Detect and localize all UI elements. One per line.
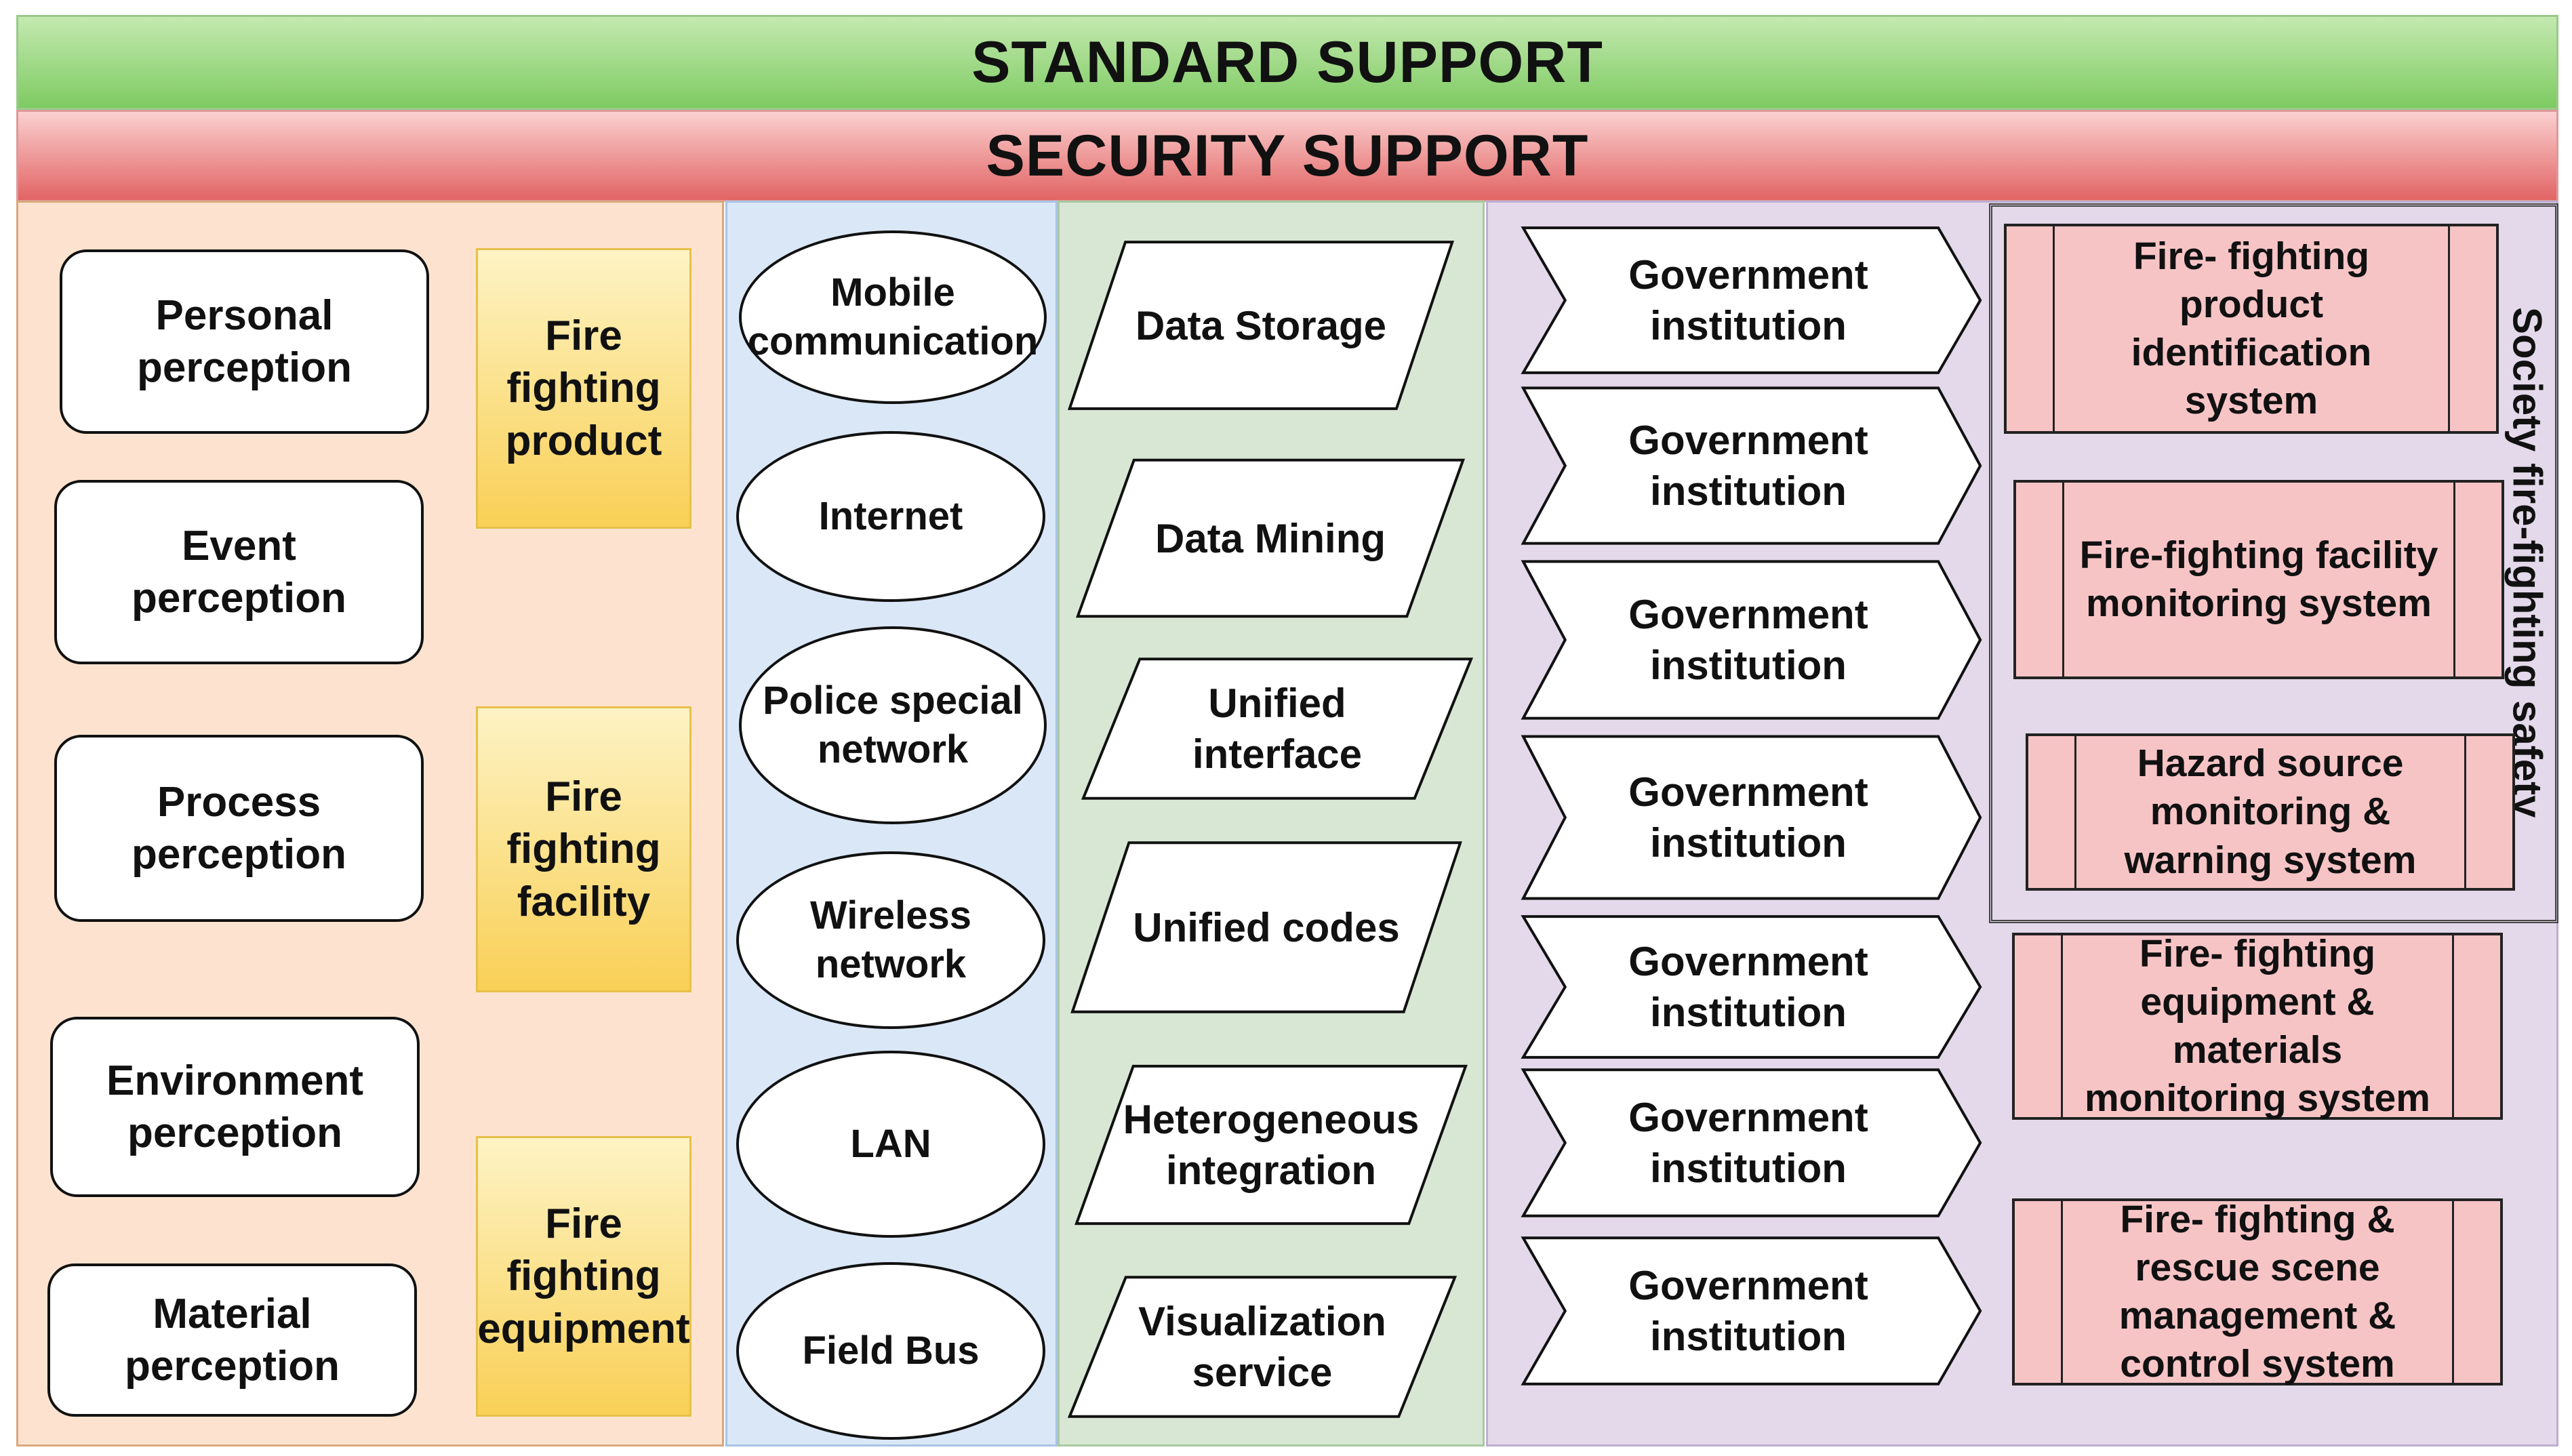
fire-object-facility: Fire fighting facility bbox=[476, 706, 691, 992]
institution-chevron-3: Government institution bbox=[1519, 560, 1985, 720]
society-safety-label-box: Society fire-fighting safety bbox=[2500, 217, 2554, 908]
institution-label-7: Government institution bbox=[1628, 1263, 1868, 1359]
platform-data-mining-label: Data Mining bbox=[1155, 515, 1386, 561]
perception-box-event: Event perception bbox=[54, 480, 424, 664]
security-support-label: SECURITY SUPPORT bbox=[986, 123, 1589, 188]
fire-object-product: Fire fighting product bbox=[476, 248, 691, 529]
platform-visualization-service-label: Visualization service bbox=[1138, 1299, 1386, 1395]
perception-box-personal: Personal perception bbox=[60, 249, 429, 434]
institution-label-1: Government institution bbox=[1628, 252, 1868, 348]
institution-chevron-5: Government institution bbox=[1519, 915, 1985, 1059]
network-lan: LAN bbox=[736, 1051, 1045, 1238]
institution-label-4: Government institution bbox=[1628, 769, 1868, 866]
institution-chevron-2: Government institution bbox=[1519, 386, 1985, 545]
perception-box-material: Material perception bbox=[47, 1263, 417, 1417]
institution-chevron-4: Government institution bbox=[1519, 735, 1985, 900]
network-police-special: Police special network bbox=[739, 626, 1047, 824]
standard-support-label: STANDARD SUPPORT bbox=[971, 29, 1603, 95]
perception-box-process: Process perception bbox=[54, 735, 424, 922]
system-rescue-scene-control: Fire- fighting & rescue scene management… bbox=[2012, 1198, 2503, 1386]
society-safety-frame bbox=[1989, 203, 2558, 923]
platform-data-mining: Data Mining bbox=[1070, 457, 1471, 620]
platform-data-storage: Data Storage bbox=[1062, 239, 1460, 412]
network-wireless: Wireless network bbox=[736, 851, 1045, 1029]
perception-box-environment: Environment perception bbox=[50, 1017, 420, 1197]
platform-unified-codes: Unified codes bbox=[1064, 839, 1468, 1015]
platform-unified-interface-label: Unified interface bbox=[1192, 681, 1363, 777]
institution-chevron-6: Government institution bbox=[1519, 1068, 1985, 1217]
system-facility-monitoring: Fire-fighting facility monitoring system bbox=[2013, 480, 2504, 679]
institution-label-2: Government institution bbox=[1628, 418, 1868, 514]
network-field-bus: Field Bus bbox=[736, 1262, 1045, 1440]
standard-support-band: STANDARD SUPPORT bbox=[16, 15, 2558, 110]
platform-unified-interface: Unified interface bbox=[1075, 656, 1479, 801]
institution-label-6: Government institution bbox=[1628, 1095, 1868, 1191]
institution-chevron-7: Government institution bbox=[1519, 1236, 1985, 1386]
system-equipment-materials-monitoring: Fire- fighting equipment & materials mon… bbox=[2012, 932, 2503, 1120]
platform-unified-codes-label: Unified codes bbox=[1133, 904, 1400, 950]
network-internet: Internet bbox=[736, 431, 1045, 602]
institution-chevron-1: Government institution bbox=[1519, 226, 1985, 374]
society-safety-label: Society fire-fighting safety bbox=[2504, 307, 2550, 818]
network-mobile-communication: Mobile communication bbox=[739, 230, 1047, 404]
institution-label-3: Government institution bbox=[1628, 592, 1868, 688]
system-product-identification: Fire- fighting product identification sy… bbox=[2004, 224, 2499, 434]
platform-heterogeneous-integration-label: Heterogeneous integration bbox=[1123, 1097, 1420, 1193]
platform-heterogeneous-integration: Heterogeneous integration bbox=[1068, 1063, 1474, 1227]
platform-visualization-service: Visualization service bbox=[1062, 1274, 1463, 1419]
platform-data-storage-label: Data Storage bbox=[1135, 302, 1387, 348]
institution-label-5: Government institution bbox=[1628, 939, 1868, 1035]
security-support-band: SECURITY SUPPORT bbox=[16, 110, 2558, 202]
system-hazard-warning: Hazard source monitoring & warning syste… bbox=[2026, 733, 2515, 891]
fire-object-equipment: Fire fighting equipment bbox=[476, 1136, 691, 1417]
